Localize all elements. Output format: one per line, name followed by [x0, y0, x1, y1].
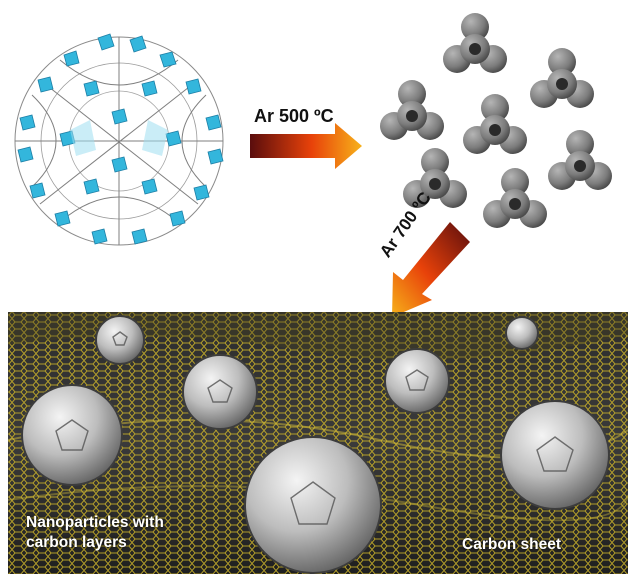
carbon-sheet-label: Carbon sheet	[462, 536, 562, 553]
step1-label: Ar 500 ºC	[254, 106, 334, 126]
triangular-cluster-icon	[380, 13, 612, 228]
mof-cage-icon	[14, 33, 224, 246]
heating-arrow-700	[392, 222, 470, 317]
heating-arrow-500	[250, 123, 362, 169]
nanoparticles-label-line1: Nanoparticles with	[26, 514, 164, 531]
fullerene-sphere-icon	[21, 315, 610, 574]
nanoparticles-label-line2: carbon layers	[26, 534, 127, 551]
nanoparticles-label: Nanoparticles with carbon layers	[26, 513, 164, 553]
carbon-sheet-scene	[8, 312, 628, 574]
